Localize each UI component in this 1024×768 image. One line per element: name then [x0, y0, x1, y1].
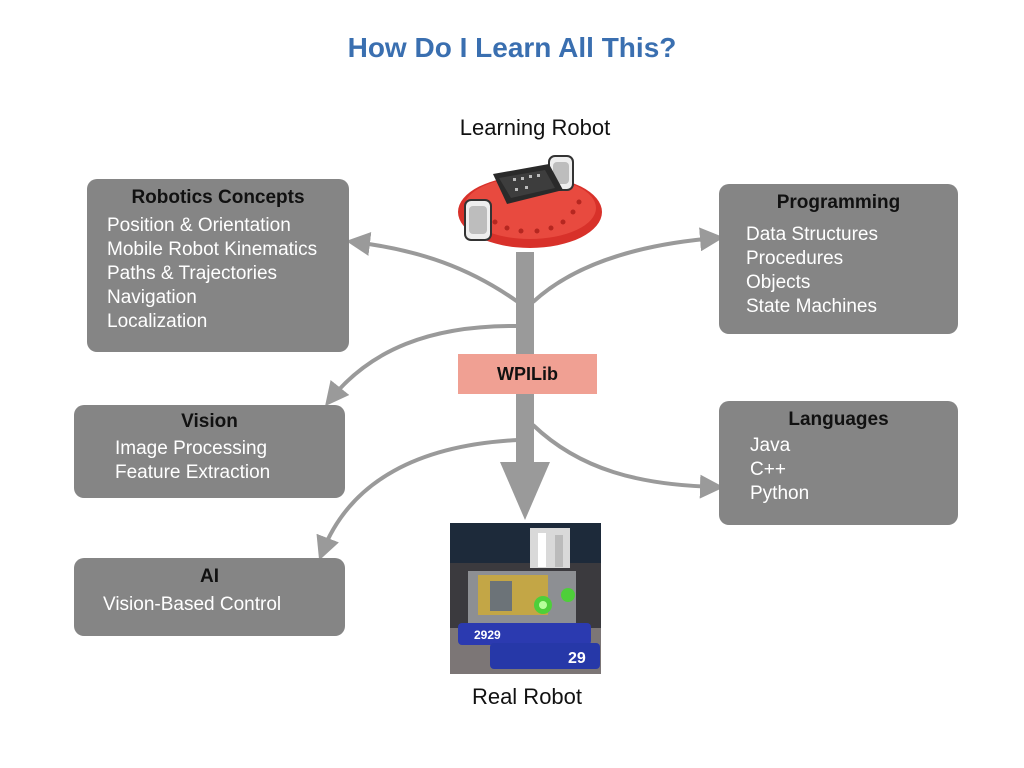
learning-robot-image [458, 155, 602, 248]
real-robot-image: 29 2929 [450, 523, 601, 674]
list-item: State Machines [746, 296, 877, 317]
list-item: Mobile Robot Kinematics [107, 239, 318, 260]
list-item: Vision-Based Control [103, 594, 282, 615]
list-item: Feature Extraction [115, 462, 271, 483]
list-item: Python [750, 483, 810, 504]
list-item: Navigation [107, 287, 197, 308]
arrow-to-languages [531, 423, 724, 499]
list-item: Image Processing [115, 438, 268, 459]
list-item: Procedures [746, 248, 844, 269]
robotics-concepts-heading: Robotics Concepts [131, 187, 305, 208]
list-item: Objects [746, 272, 811, 293]
list-item: Paths & Trajectories [107, 263, 278, 284]
arrow-to-programming [531, 227, 724, 304]
svg-text:29: 29 [568, 650, 586, 667]
arrow-to-robotics-concepts [346, 232, 520, 304]
list-item: Position & Orientation [107, 215, 291, 236]
real-robot-caption: Real Robot [471, 684, 583, 709]
list-item: Java [750, 435, 791, 456]
ai-box: AI Vision-Based Control [74, 558, 345, 636]
list-item: Data Structures [746, 224, 878, 245]
programming-box: Programming Data Structures Procedures O… [719, 184, 958, 334]
list-item: C++ [750, 459, 786, 480]
arrow-to-ai [316, 438, 519, 561]
robotics-concepts-box: Robotics Concepts Position & Orientation… [87, 179, 349, 352]
trunk-arrowhead [500, 462, 550, 520]
arrow-to-vision [324, 323, 519, 407]
wpilib-label: WPILib [458, 354, 597, 394]
languages-box: Languages Java C++ Python [719, 401, 958, 525]
slide-title: How Do I Learn All This? [347, 32, 677, 63]
ai-heading: AI [200, 566, 219, 587]
vision-box: Vision Image Processing Feature Extracti… [74, 405, 345, 498]
learning-robot-caption: Learning Robot [459, 115, 611, 140]
svg-text:2929: 2929 [474, 628, 501, 642]
vision-heading: Vision [181, 411, 238, 432]
languages-heading: Languages [788, 409, 889, 430]
programming-heading: Programming [776, 192, 901, 213]
list-item: Localization [107, 311, 208, 332]
